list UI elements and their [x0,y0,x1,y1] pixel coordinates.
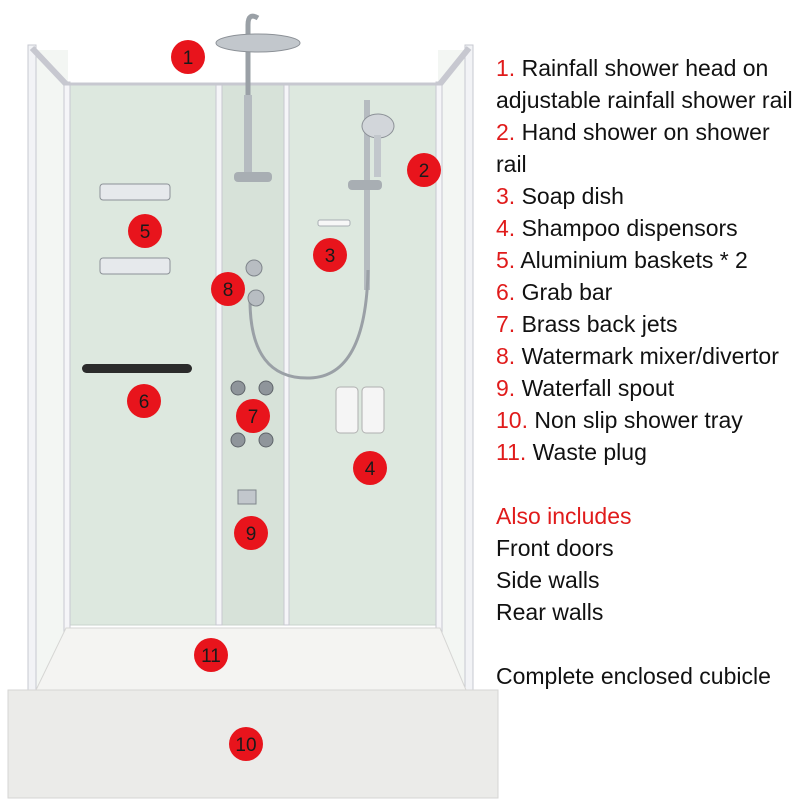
also-includes-item: Side walls [496,567,600,593]
aluminium-basket-bottom [99,257,171,275]
badge-4-label: 4 [365,459,376,480]
legend-num: 10. [496,407,528,433]
rainfall-shower-rail [244,95,252,180]
badge-11-label: 11 [201,646,221,667]
badge-1-label: 1 [183,48,194,69]
badge-2-label: 2 [419,161,430,182]
badge-9: 9 [234,516,268,550]
badge-6: 6 [127,384,161,418]
legend-item-3: 3. Soap dish [496,180,796,212]
rail-mixer-bar [348,180,382,190]
legend-text: Waterfall spout [521,375,675,401]
badge-5: 5 [128,214,162,248]
also-includes-item: Rear walls [496,599,604,625]
shampoo-dispenser-left [335,386,359,434]
mixer-knob-top [245,259,263,277]
frame-top-right-diagonal [437,46,472,86]
badge-2: 2 [407,153,441,187]
hand-shower-hose [248,269,370,380]
left-glass-panel [67,84,217,626]
badge-7: 7 [236,399,270,433]
hand-shower-rail [364,100,370,290]
legend-text: Rainfall shower head on adjustable rainf… [496,55,793,113]
frame-divider-2 [283,84,290,626]
side-glass-panel-left [33,50,68,690]
legend-num: 7. [496,311,516,337]
legend-num: 3. [496,183,516,209]
badge-3: 3 [313,238,347,272]
back-jet-3 [230,432,246,448]
legend-text: Grab bar [521,279,613,305]
frame-left-post [27,44,37,696]
legend-item-2: 2. Hand shower on shower rail [496,116,796,180]
mixer-knob-bottom [247,289,265,307]
legend-item-10: 10. Non slip shower tray [496,404,796,436]
legend-item-8: 8. Watermark mixer/divertor [496,340,796,372]
aluminium-basket-top [99,183,171,201]
legend-num: 5. [496,247,516,273]
rainfall-shower-head [215,33,301,53]
badge-1: 1 [171,40,205,74]
legend-item-1: 1. Rainfall shower head on adjustable ra… [496,52,796,116]
back-jet-4 [258,432,274,448]
legend-text: Non slip shower tray [534,407,743,433]
legend-num: 8. [496,343,516,369]
waterfall-spout [237,489,257,505]
legend-text: Watermark mixer/divertor [521,343,779,369]
legend-text: Aluminium baskets * 2 [520,247,748,273]
badge-6-label: 6 [139,392,150,413]
frame-top-left-diagonal [29,45,69,87]
legend-item-11: 11. Waste plug [496,436,796,468]
badge-5-label: 5 [140,222,151,243]
thermostatic-bar [234,172,272,182]
grab-bar [82,364,192,373]
badge-11: 11 [194,638,228,672]
badge-10-label: 10 [235,735,256,756]
legend-num: 6. [496,279,516,305]
soap-dish [317,219,351,227]
legend-text: Soap dish [521,183,624,209]
badge-4: 4 [353,451,387,485]
legend-num: 9. [496,375,516,401]
legend-text: Waste plug [532,439,647,465]
hand-shower-handle [374,135,381,177]
badge-10: 10 [229,727,263,761]
badge-3-label: 3 [325,246,336,267]
badge-8-label: 8 [223,280,234,301]
legend-item-9: 9. Waterfall spout [496,372,796,404]
badge-7-label: 7 [248,407,259,428]
frame-right-post [464,44,474,696]
frame-divider-1 [215,84,223,626]
also-includes-footer: Complete enclosed cubicle [496,663,771,689]
shampoo-dispenser-right [361,386,385,434]
back-jet-2 [258,380,274,396]
legend-num: 4. [496,215,516,241]
shower-tray-surface [35,627,467,691]
legend-num: 11. [496,439,527,465]
also-includes-item: Front doors [496,535,614,561]
legend-item-5: 5. Aluminium baskets * 2 [496,244,796,276]
legend-num: 1. [496,55,516,81]
legend: 1. Rainfall shower head on adjustable ra… [496,52,796,692]
rainfall-rail-arm [245,13,260,132]
legend-item-7: 7. Brass back jets [496,308,796,340]
also-includes-heading: Also includes [496,503,632,529]
legend-item-6: 6. Grab bar [496,276,796,308]
badge-8: 8 [211,272,245,306]
hand-shower-head [361,113,395,139]
legend-text: Shampoo dispensors [521,215,738,241]
legend-text: Brass back jets [521,311,678,337]
badge-9-label: 9 [246,524,257,545]
frame-inner-left-post [63,81,71,633]
legend-text: Hand shower on shower rail [496,119,770,177]
legend-num: 2. [496,119,516,145]
legend-item-4: 4. Shampoo dispensors [496,212,796,244]
side-glass-panel-right [438,50,468,690]
back-jet-1 [230,380,246,396]
